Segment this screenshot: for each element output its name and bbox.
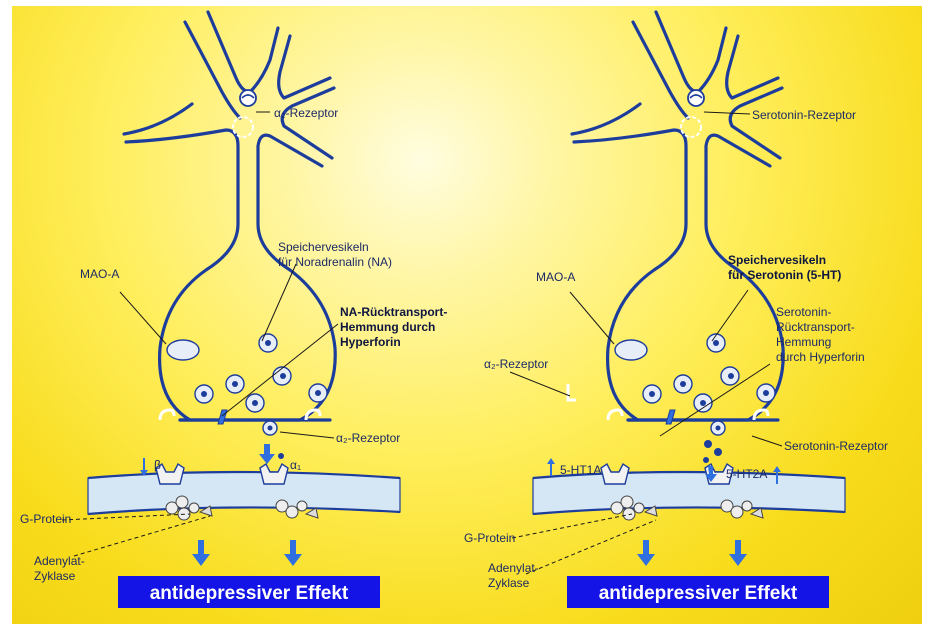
- right-postsynaptic-membrane: [533, 464, 845, 566]
- right-5ht1a-up-arrow-icon: [547, 458, 555, 476]
- right-reuptake-label-3: Hemmung: [776, 335, 831, 349]
- right-adenylyl-label-1: Adenylat-: [488, 561, 539, 575]
- left-reuptake-label-3: Hyperforin: [340, 335, 401, 349]
- left-effect-label: antidepressiver Effekt: [150, 583, 349, 604]
- right-serotonin-receptor-pre-label: Serotonin-Rezeptor: [784, 439, 888, 453]
- right-serotonin-receptor-top-label: Serotonin-Rezeptor: [752, 108, 856, 122]
- left-reuptake-label-2: Hemmung durch: [340, 320, 435, 334]
- right-transmitter-dot-1: [704, 440, 712, 448]
- left-postsynaptic-membrane: [88, 464, 400, 566]
- left-release-arrow: [259, 444, 275, 464]
- right-reuptake-label-1: Serotonin-: [776, 305, 831, 319]
- right-reuptake-label-4: durch Hyperforin: [776, 350, 865, 364]
- left-alpha2-receptor-pre-label: α₂-Rezeptor: [336, 431, 400, 445]
- right-alpha2-receptor-icon: [568, 384, 576, 400]
- left-storage-label-2: für Noradrenalin (NA): [278, 255, 392, 269]
- left-alpha2-receptor-top-label: α₂-Rezeptor: [274, 106, 338, 120]
- left-g-protein-label: G-Protein: [20, 512, 71, 526]
- left-transmitter-dot: [278, 453, 284, 459]
- right-transmitter-dot-2: [714, 448, 722, 456]
- left-mao-label: MAO-A: [80, 267, 119, 281]
- left-neuron: [124, 12, 335, 435]
- right-5ht2a-label: 5-HT2A: [726, 467, 767, 481]
- right-reuptake-label-2: Rücktransport-: [776, 320, 855, 334]
- right-alpha2-label: α₂-Rezeptor: [484, 357, 548, 371]
- right-mao-label: MAO-A: [536, 270, 575, 284]
- left-reuptake-label-1: NA-Rücktransport-: [340, 305, 447, 319]
- right-effect-label: antidepressiver Effekt: [599, 583, 798, 604]
- left-beta-label: β: [154, 458, 161, 472]
- right-panel: Serotonin-Rezeptor Speichervesikeln für …: [464, 12, 888, 608]
- left-adenylyl-label-1: Adenylat-: [34, 554, 85, 568]
- left-alpha1-label: α₁: [290, 458, 301, 472]
- left-adenylyl-label-2: Zyklase: [34, 569, 76, 583]
- left-panel: α₂-Rezeptor Speichervesikeln für Noradre…: [20, 12, 447, 608]
- left-storage-label-1: Speichervesikeln: [278, 240, 369, 254]
- right-g-protein-label: G-Protein: [464, 531, 515, 545]
- right-neuron: [572, 12, 783, 435]
- right-transmitter-dot-3: [703, 457, 709, 463]
- right-adenylyl-label-2: Zyklase: [488, 576, 530, 590]
- right-storage-label-2: für Serotonin (5-HT): [728, 268, 841, 282]
- right-storage-label-1: Speichervesikeln: [728, 253, 826, 267]
- right-5ht1a-label: 5-HT1A: [560, 463, 601, 477]
